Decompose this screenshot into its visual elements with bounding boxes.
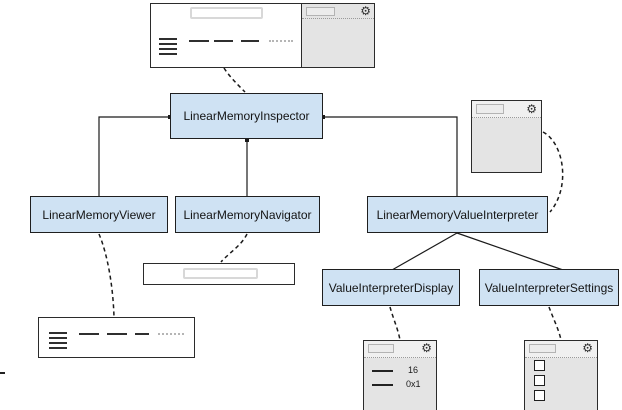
checkbox [534, 375, 545, 386]
edge-inspector-viewer [98, 116, 170, 196]
connector-endpoint [321, 115, 325, 119]
clipped-line-artifact [0, 372, 5, 374]
gear-icon: ⚙ [360, 4, 371, 18]
component-box-value-interpreter: LinearMemoryValueInterpreter [367, 196, 548, 233]
dash-line [79, 333, 99, 335]
connector-endpoint [245, 138, 249, 142]
value-label: 0x1 [406, 379, 421, 389]
panel-input [529, 344, 556, 353]
dash-line [107, 333, 127, 335]
side-panel: ⚙ [301, 4, 374, 67]
hamburger-lines [49, 332, 67, 352]
component-label: ValueInterpreterDisplay [328, 280, 454, 295]
dash-line [189, 40, 209, 42]
component-box-navigator: LinearMemoryNavigator [175, 196, 320, 233]
address-input [183, 268, 258, 279]
edge-interpreter-settings [456, 232, 564, 271]
dashed-interpretermockup-interpreter [542, 131, 564, 213]
dashed-display-mockup [389, 306, 401, 341]
component-label: ValueInterpreterSettings [484, 280, 614, 295]
mockup-navigator-bar [143, 263, 295, 285]
edge-inspector-interpreter [323, 116, 458, 196]
mockup-settings-panel: ⚙ [524, 340, 598, 410]
checkbox [534, 360, 545, 371]
separator [302, 18, 374, 19]
dash-line [372, 370, 393, 372]
dash-line [135, 333, 149, 335]
dotted-text [158, 333, 184, 335]
dashed-topmockup-inspector [223, 67, 246, 93]
panel-input [368, 344, 394, 353]
component-box-display: ValueInterpreterDisplay [322, 269, 460, 306]
value-label: 16 [408, 365, 419, 375]
component-label: LinearMemoryViewer [42, 207, 156, 222]
component-label: LinearMemoryInspector [183, 109, 310, 123]
component-box-inspector: LinearMemoryInspector [170, 93, 323, 139]
gear-icon: ⚙ [421, 341, 432, 355]
mockup-display-panel: ⚙ 16 0x1 [363, 340, 437, 410]
component-label: LinearMemoryNavigator [183, 207, 312, 222]
panel-input [476, 104, 504, 114]
component-box-settings: ValueInterpreterSettings [479, 269, 619, 306]
panel-input [306, 7, 335, 16]
dashed-viewer-mockup [98, 233, 115, 318]
component-box-viewer: LinearMemoryViewer [30, 196, 168, 233]
gear-icon: ⚙ [582, 341, 593, 355]
checkbox [534, 390, 545, 401]
dash-line [214, 40, 233, 42]
hamburger-lines [159, 38, 177, 58]
edge-interpreter-display [391, 232, 458, 271]
dash-line [372, 384, 393, 386]
component-label: LinearMemoryValueInterpreter [376, 207, 539, 222]
gear-icon: ⚙ [526, 102, 537, 116]
dashed-navigator-mockup [220, 233, 248, 263]
mockup-devtools-panel: ⚙ [150, 3, 375, 68]
address-input [190, 7, 263, 19]
dash-line [241, 40, 259, 42]
dotted-text [269, 40, 293, 42]
dashed-settings-mockup [548, 306, 562, 341]
mockup-interpreter-panel: ⚙ [471, 100, 542, 173]
mockup-viewer-panel [38, 317, 195, 358]
